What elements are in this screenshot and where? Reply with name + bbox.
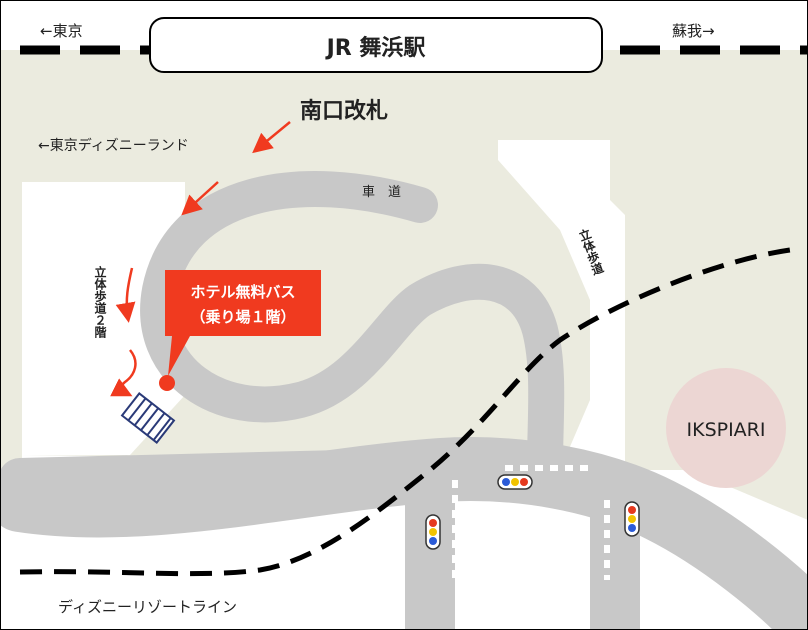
arrow-2 bbox=[181, 181, 219, 216]
loop-road bbox=[140, 171, 565, 483]
disney-resort-line bbox=[19, 247, 791, 577]
arrow-1 bbox=[252, 121, 291, 154]
traffic-light-horizontal bbox=[497, 474, 533, 490]
direction-tokyo: ←東京 bbox=[40, 22, 83, 40]
stairs-icon bbox=[120, 392, 176, 444]
traffic-light-left bbox=[425, 514, 441, 550]
road-label: 車 道 bbox=[362, 185, 401, 200]
main-road-left bbox=[0, 448, 442, 502]
arrow-3 bbox=[115, 267, 136, 323]
tdl-direction-label: ←東京ディズニーランド bbox=[38, 137, 189, 154]
ikspiari-label: IKSPIARI bbox=[687, 419, 766, 441]
bus-label-line1: ホテル無料バス bbox=[190, 283, 295, 301]
direction-soga: 蘇我→ bbox=[672, 22, 715, 40]
traffic-light-right bbox=[624, 501, 640, 537]
station-bar: JR 舞浜駅 ←東京 蘇我→ bbox=[20, 17, 808, 73]
station-name: JR 舞浜駅 bbox=[325, 35, 426, 61]
bus-stop-marker[interactable] bbox=[159, 375, 175, 391]
route-arrows bbox=[110, 121, 291, 397]
crosswalks bbox=[452, 465, 610, 580]
ikspiari-circle bbox=[666, 368, 786, 488]
railway-label: ディズニーリゾートライン bbox=[58, 598, 237, 616]
walkway-left-label: 立体歩道２階 bbox=[93, 265, 107, 339]
bus-label-line2: （乗り場１階） bbox=[190, 308, 295, 326]
arrow-4 bbox=[110, 349, 137, 397]
bus-stop-callout[interactable]: ホテル無料バス （乗り場１階） bbox=[159, 270, 321, 391]
south-exit-label: 南口改札 bbox=[300, 98, 388, 124]
